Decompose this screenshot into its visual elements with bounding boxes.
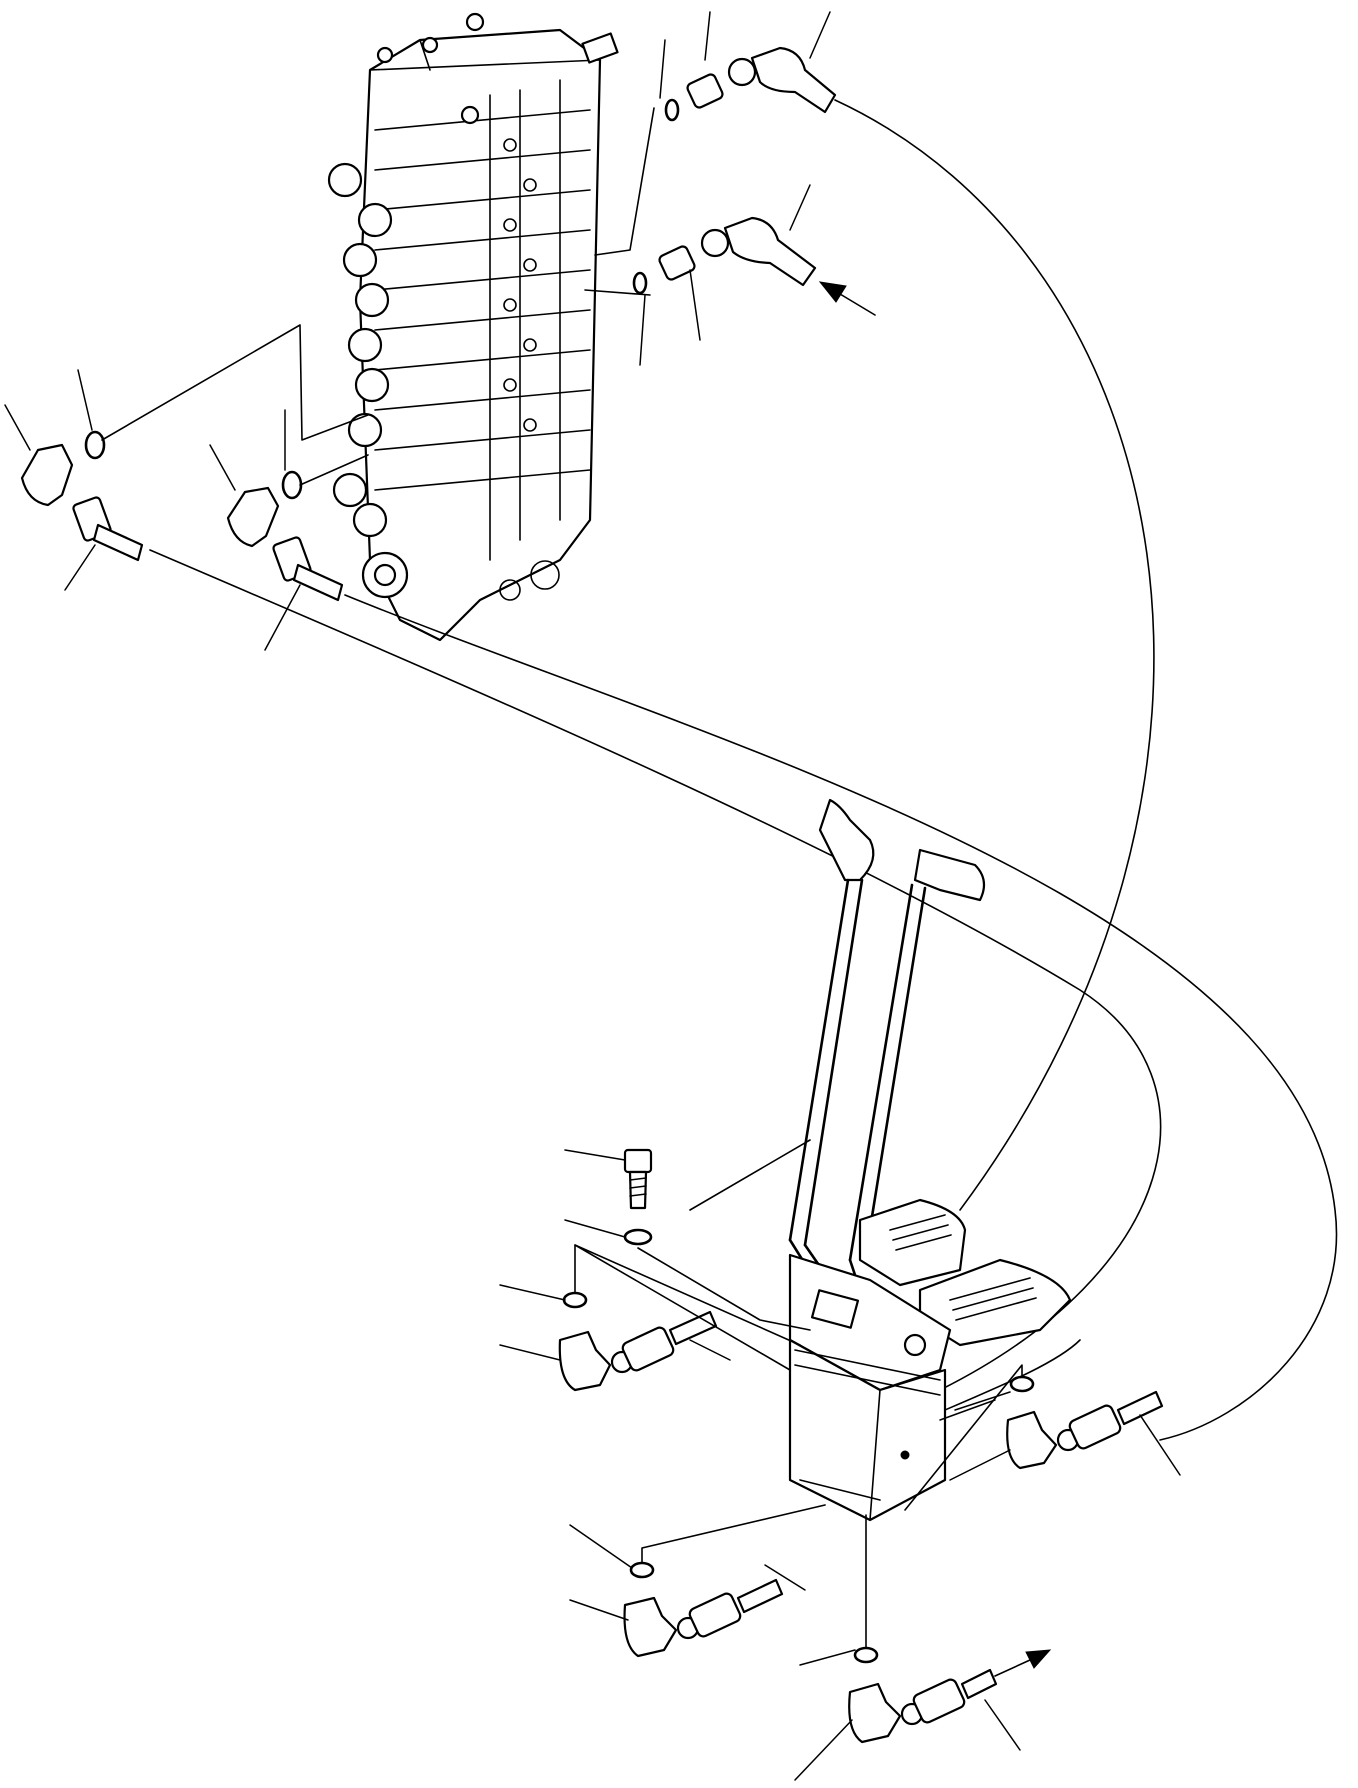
fitting-group-left-inner xyxy=(226,470,344,602)
o-ring xyxy=(664,98,680,122)
hose-end-fitting xyxy=(1068,1404,1122,1450)
callout-leader-lines xyxy=(4,11,1181,1781)
body-plug xyxy=(900,1450,910,1460)
hose-2 xyxy=(149,549,1162,1391)
fitting-group-top-lower xyxy=(632,216,817,295)
o-ring xyxy=(281,470,303,500)
elbow-adapter xyxy=(623,1596,678,1658)
o-ring xyxy=(632,271,648,295)
lever-right xyxy=(848,848,986,1322)
top-bolts xyxy=(376,12,619,125)
adapter xyxy=(658,245,696,281)
fitting-group-left-outer xyxy=(20,430,144,562)
pedal-bracket xyxy=(810,1289,860,1329)
pedal-tread-lines xyxy=(889,1214,1037,1321)
elbow-adapter xyxy=(848,1682,902,1744)
hose-1 xyxy=(834,99,1155,1211)
swivel-nut xyxy=(727,57,757,87)
control-valve-stack xyxy=(327,12,619,642)
pivot-nut xyxy=(903,1333,927,1357)
assembly-guide-lines xyxy=(101,107,1023,1648)
elbow-hose-fitting xyxy=(723,216,817,287)
o-ring xyxy=(629,1561,655,1579)
hose-end-fitting xyxy=(688,1592,742,1638)
swivel-nut xyxy=(700,228,730,258)
o-ring xyxy=(562,1291,588,1309)
fitting-group-bottom-right xyxy=(1006,1375,1164,1470)
pedal-valve-assembly xyxy=(623,798,1072,1522)
fitting-group-bottom-center xyxy=(623,1561,784,1658)
hose-end-fitting xyxy=(912,1678,966,1724)
fitting-group-bottom-lower xyxy=(848,1646,998,1744)
fitting-group-top-upper xyxy=(664,46,837,122)
hose-5 xyxy=(689,1139,811,1211)
o-ring xyxy=(1009,1375,1035,1393)
elbow-adapter xyxy=(20,443,74,507)
foot-pedals xyxy=(858,1198,1072,1347)
valve-port-holes xyxy=(499,138,560,601)
o-ring xyxy=(853,1646,879,1664)
hose-end-fitting xyxy=(621,1326,675,1372)
flow-in-arrow-top xyxy=(818,281,876,316)
valve-sections xyxy=(374,109,591,491)
flow-out-arrow-bottom xyxy=(994,1649,1052,1677)
elbow-adapter xyxy=(226,486,280,548)
mounting-bolt xyxy=(623,1148,653,1210)
spool-ends xyxy=(327,162,409,599)
mounting-washer xyxy=(623,1228,653,1246)
o-ring xyxy=(84,430,106,460)
elbow-hose-fitting xyxy=(750,46,837,114)
adapter xyxy=(686,73,724,109)
hose-3 xyxy=(344,594,1338,1441)
pilot-hoses xyxy=(149,99,1338,1481)
elbow-adapter xyxy=(1006,1410,1058,1470)
elbow-adapter xyxy=(558,1330,612,1392)
pedal-valve-body xyxy=(788,1253,952,1522)
